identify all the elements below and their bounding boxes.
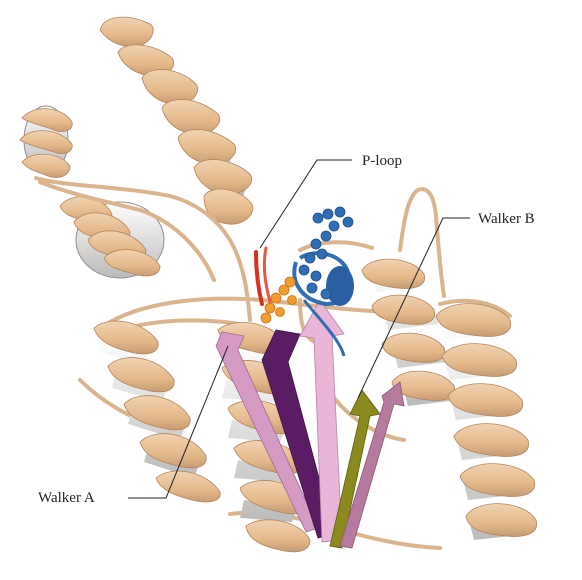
leader-p-loop xyxy=(260,160,352,248)
p-loop-label: P-loop xyxy=(362,153,402,170)
helix-left xyxy=(20,106,72,178)
p-loop-strand xyxy=(256,252,262,304)
walker-a-label: Walker A xyxy=(38,490,95,507)
walker-b-label: Walker B xyxy=(478,211,535,228)
helix-right-outer xyxy=(436,304,537,540)
helix-top xyxy=(100,17,253,224)
helix-mid-left xyxy=(60,197,164,278)
